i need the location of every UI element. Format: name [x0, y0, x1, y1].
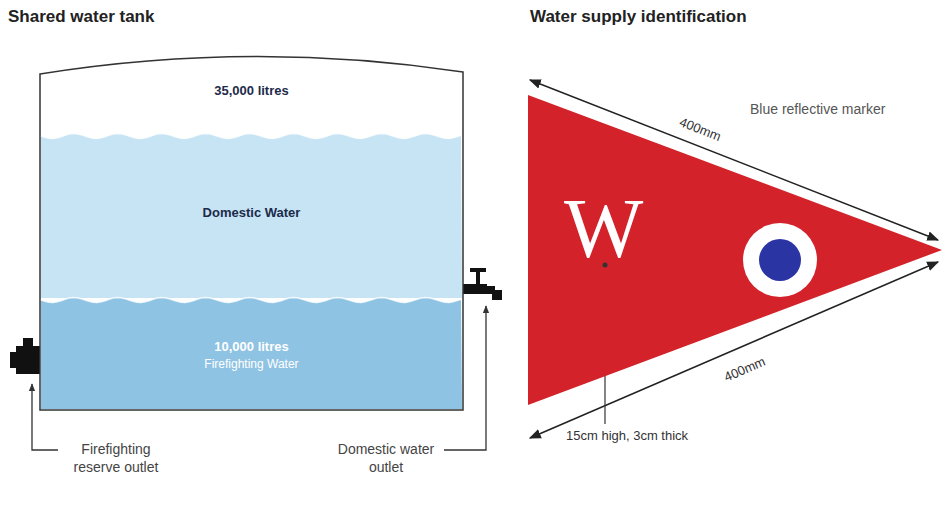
outlet-label: Firefighting reserve outlet	[60, 440, 172, 476]
blue-reflective-marker	[759, 239, 801, 281]
panel-heading: Water supply identification	[530, 6, 747, 28]
pennant-triangle	[528, 95, 942, 405]
node-text: 10,000 litres	[214, 340, 288, 354]
marker-label: Blue reflective marker	[750, 100, 885, 118]
node-text: Domestic Water	[203, 206, 301, 220]
domestic-water-band: Domestic Water	[41, 132, 462, 298]
node-text: 35,000 litres	[214, 84, 288, 98]
water-supply-pennant: W	[528, 95, 942, 405]
outlet-label: Domestic water outlet	[330, 440, 442, 476]
water-surface	[41, 134, 461, 139]
node-text: Firefighting Water	[204, 358, 298, 371]
pennant-letter: W	[564, 183, 643, 275]
water-tank: 35,000 litresDomestic Water 10,000 litres…	[40, 52, 463, 410]
firefighting-valve	[10, 338, 40, 374]
marker-ring	[743, 223, 817, 297]
water-fill	[41, 134, 462, 298]
letter-size-label: 15cm high, 3cm thick	[566, 428, 688, 445]
domestic-tap	[463, 268, 502, 300]
water-fill	[41, 298, 462, 409]
firefighting-water-band: 10,000 litresFirefighting Water	[41, 296, 462, 409]
dimension-label: 400mm	[720, 353, 770, 387]
tank-outline	[40, 56, 463, 410]
water-surface	[41, 298, 461, 303]
panel-heading: Shared water tank	[8, 6, 154, 28]
